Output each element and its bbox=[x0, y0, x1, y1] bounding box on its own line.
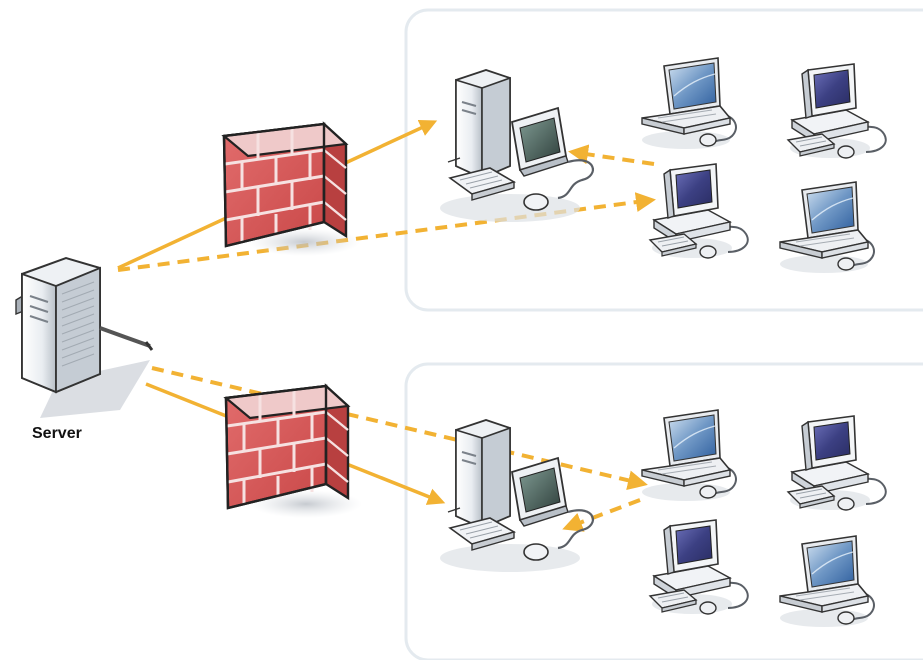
firewall-2-icon bbox=[224, 384, 364, 520]
connection-dashed-2 bbox=[151, 366, 648, 491]
network-group-2 bbox=[404, 362, 923, 660]
server-icon bbox=[15, 256, 154, 394]
connection-dashed-2b bbox=[562, 498, 641, 532]
firewall-1-icon bbox=[222, 122, 362, 258]
connection-dashed-1b bbox=[568, 144, 655, 166]
network-group-1 bbox=[404, 8, 923, 312]
server-label: Server bbox=[32, 425, 82, 442]
